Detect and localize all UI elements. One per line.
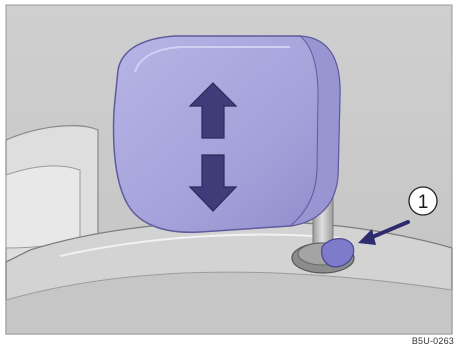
figure-code: B5U-0263 (412, 336, 454, 346)
headrest-cushion (114, 36, 340, 232)
callout-number: 1 (418, 192, 429, 213)
adjacent-seat-panel (6, 166, 80, 248)
